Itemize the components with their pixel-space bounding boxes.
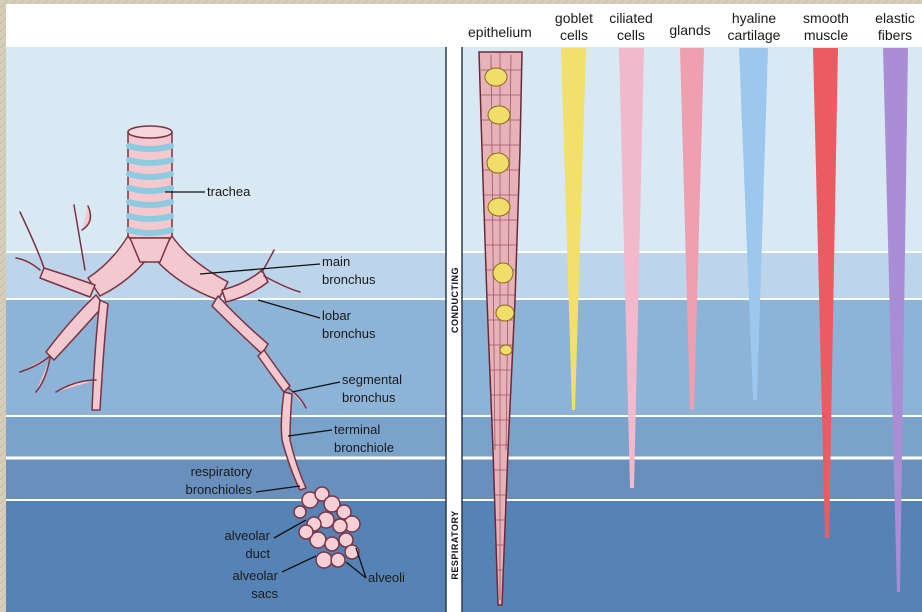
- label-duct-2: duct: [245, 546, 270, 561]
- label-main-1: main: [322, 254, 350, 269]
- header-elastic-1: elastic: [875, 10, 915, 26]
- header-hyaline-1: hyaline: [732, 10, 777, 26]
- label-respiratory-2: bronchioles: [186, 482, 253, 497]
- label-segmental-1: segmental: [342, 372, 402, 387]
- header-ciliated-2: cells: [617, 27, 645, 43]
- zone-label-conducting: CONDUCTING: [450, 267, 460, 333]
- label-duct-1: alveolar: [224, 528, 270, 543]
- label-lobar-2: bronchus: [322, 326, 376, 341]
- zone-label-respiratory: RESPIRATORY: [450, 510, 460, 579]
- label-respiratory-1: respiratory: [191, 464, 253, 479]
- header-goblet-1: goblet: [555, 10, 593, 26]
- header-smooth-1: smooth: [803, 10, 849, 26]
- label-trachea: trachea: [207, 184, 251, 199]
- label-lobar-1: lobar: [322, 308, 352, 323]
- label-main-2: bronchus: [322, 272, 376, 287]
- label-segmental-2: bronchus: [342, 390, 396, 405]
- header-ciliated-1: ciliated: [609, 10, 653, 26]
- header-strip: [6, 4, 922, 47]
- header-hyaline-2: cartilage: [728, 27, 781, 43]
- label-sacs-1: alveolar: [232, 568, 278, 583]
- header-glands: glands: [669, 22, 710, 38]
- header-elastic-2: fibers: [878, 27, 912, 43]
- header-smooth-2: muscle: [804, 27, 849, 43]
- header-goblet-2: cells: [560, 27, 588, 43]
- label-alveoli: alveoli: [368, 570, 405, 585]
- label-terminal-2: bronchiole: [334, 440, 394, 455]
- header-epithelium: epithelium: [468, 24, 532, 40]
- label-sacs-2: sacs: [251, 586, 278, 601]
- label-terminal-1: terminal: [334, 422, 380, 437]
